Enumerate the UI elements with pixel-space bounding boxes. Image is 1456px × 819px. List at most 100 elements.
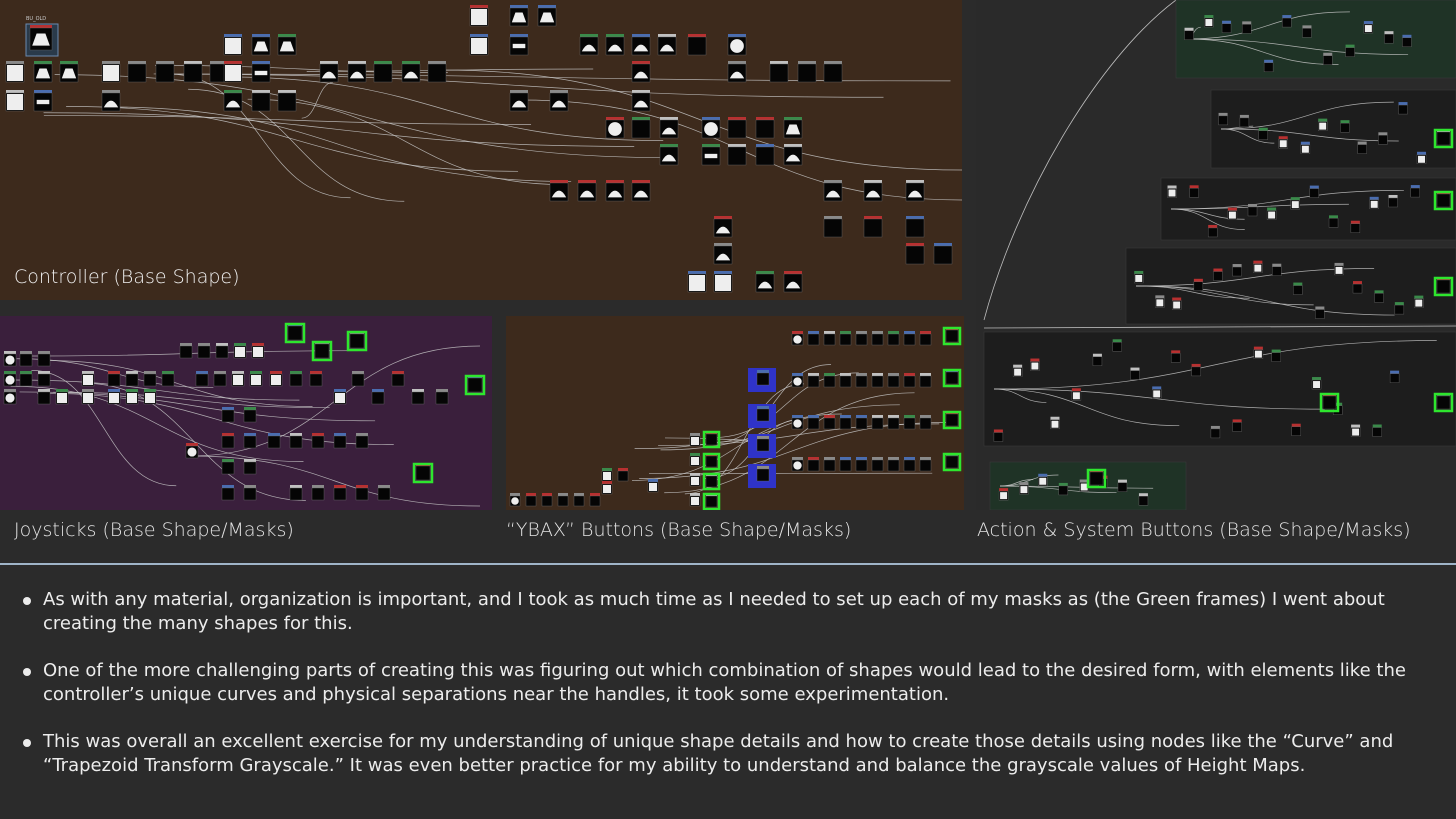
- graph-node: [59, 61, 79, 83]
- node-header: [102, 61, 120, 64]
- node-wire: [189, 455, 481, 507]
- graph-node: [1086, 468, 1107, 489]
- node-body: [107, 373, 121, 387]
- graph-node: [1253, 260, 1263, 273]
- node-header: [702, 117, 720, 120]
- graph-node: [1155, 295, 1165, 308]
- node-thumb: [1319, 122, 1327, 130]
- graph-node: [871, 415, 884, 430]
- graph-node: [125, 389, 139, 405]
- node-body: [1315, 309, 1325, 319]
- mask-frame: [1433, 276, 1454, 297]
- node-header: [270, 371, 282, 374]
- node-thumb: [691, 457, 699, 465]
- node-header: [1267, 207, 1277, 211]
- graph-node: [887, 457, 900, 472]
- node-header: [252, 90, 270, 93]
- graph-node: [1302, 25, 1312, 38]
- node-header: [1394, 302, 1404, 306]
- node-header: [1218, 112, 1228, 116]
- graph-node: [791, 331, 804, 346]
- node-body: [1398, 104, 1408, 115]
- node-header: [210, 61, 228, 64]
- node-body: [823, 218, 843, 238]
- graph-node: [1374, 290, 1384, 303]
- node-header: [1138, 493, 1148, 497]
- graph-node: [783, 271, 803, 293]
- graph-node: [37, 389, 51, 405]
- node-thumb: [1168, 189, 1176, 197]
- graph-node: [807, 457, 820, 472]
- ybax-caption: “YBAX” Buttons (Base Shape/Masks): [506, 519, 852, 541]
- node-header: [690, 433, 700, 436]
- node-body: [1271, 352, 1281, 362]
- node-header: [690, 453, 700, 456]
- node-header: [82, 371, 94, 374]
- graph-node: [1340, 120, 1350, 133]
- node-wire: [660, 404, 900, 451]
- graph-node: [509, 34, 529, 56]
- graph-node: [1363, 21, 1374, 34]
- node-header: [312, 485, 324, 488]
- graph-node: [1242, 21, 1252, 34]
- node-header: [1272, 263, 1282, 267]
- graph-node: [942, 326, 962, 346]
- node-body: [221, 409, 235, 423]
- node-body: [1232, 266, 1242, 277]
- node-thumb: [5, 355, 15, 365]
- node-body: [1130, 370, 1140, 380]
- graph-node: [839, 457, 852, 472]
- node-body: [1117, 482, 1128, 492]
- node-body: [221, 487, 235, 501]
- node-header: [224, 90, 242, 93]
- node-thumb: [1364, 25, 1372, 33]
- node-header: [1130, 367, 1140, 371]
- node-header: [222, 485, 234, 488]
- graph-node: [277, 34, 297, 56]
- node-body: [705, 455, 718, 468]
- graph-node: [863, 180, 883, 202]
- node-body: [349, 333, 365, 349]
- node-header: [144, 371, 156, 374]
- node-wire: [247, 98, 566, 186]
- node-body: [557, 495, 569, 507]
- node-body: [1323, 55, 1333, 65]
- graph-node: [727, 34, 747, 56]
- node-header: [60, 61, 78, 64]
- graph-node: [377, 485, 391, 501]
- node-header: [1013, 364, 1023, 368]
- node-thumb: [793, 377, 802, 386]
- graph-node: [289, 371, 303, 387]
- graph-node: [243, 459, 257, 475]
- node-body: [807, 375, 820, 388]
- controller-graph-panel[interactable]: BU_OLD Controller (Base Shape): [0, 0, 962, 300]
- node-thumb: [633, 100, 649, 108]
- joysticks-graph-panel[interactable]: [0, 316, 492, 510]
- node-thumb: [1228, 211, 1236, 219]
- node-header: [34, 90, 52, 93]
- node-header: [632, 180, 650, 183]
- node-body: [903, 459, 916, 472]
- graph-node: [589, 493, 601, 507]
- node-thumb: [1291, 201, 1299, 209]
- node-header: [252, 61, 270, 64]
- node-header: [38, 389, 50, 392]
- node-header: [470, 34, 488, 37]
- graph-node: [33, 61, 53, 83]
- node-header: [1378, 132, 1388, 136]
- graph-frame: [1125, 247, 1456, 325]
- ybax-graph-panel[interactable]: [506, 316, 964, 510]
- node-header: [1278, 136, 1288, 140]
- graph-node: [277, 90, 297, 112]
- mask-frame: [942, 452, 962, 472]
- node-header: [102, 90, 120, 93]
- node-body: [823, 63, 843, 83]
- node-body: [351, 373, 365, 387]
- node-header: [1152, 386, 1162, 390]
- node-body: [427, 63, 447, 83]
- node-header: [1293, 282, 1303, 286]
- node-header: [334, 485, 346, 488]
- node-header: [374, 61, 392, 64]
- action-graph-panel[interactable]: [976, 0, 1456, 510]
- node-body: [309, 373, 323, 387]
